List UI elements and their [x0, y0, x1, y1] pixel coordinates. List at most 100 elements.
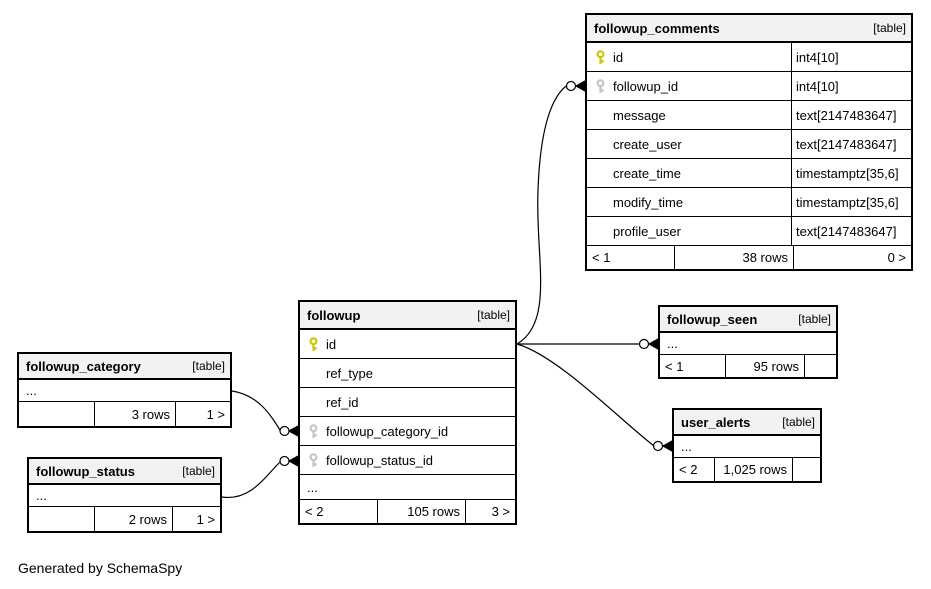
column-name-cell: followup_category_id	[300, 417, 515, 445]
table-footer: < 2 105 rows 3 >	[300, 500, 515, 523]
column-name: followup_id	[613, 78, 679, 94]
pager-next	[792, 458, 820, 481]
foreign-key-icon	[596, 78, 605, 93]
columns-ellipsis: ...	[19, 380, 230, 402]
table-type-badge: [table]	[798, 312, 831, 326]
column-type: text[2147483647]	[791, 101, 911, 129]
table-type-badge: [table]	[182, 464, 215, 478]
relationship-followup_status-followup-line	[221, 461, 281, 498]
column-name: create_time	[613, 165, 681, 181]
key-icon-slot	[308, 452, 326, 468]
zero-one-circle	[279, 425, 290, 437]
table-header: followup [table]	[300, 302, 515, 330]
key-icon-slot	[308, 423, 326, 439]
key-icon-slot	[595, 78, 613, 94]
pager-next: 1 >	[175, 402, 230, 426]
table-footer: 2 rows 1 >	[29, 507, 220, 531]
key-head	[596, 78, 605, 87]
column-name: id	[613, 49, 624, 65]
column-row-followup_status_id: followup_status_id	[300, 446, 515, 475]
key-icon-slot	[595, 49, 613, 65]
row-count: 1,025 rows	[714, 458, 792, 481]
column-name: modify_time	[613, 194, 684, 210]
row-count: 38 rows	[674, 246, 793, 269]
key-head	[309, 452, 318, 461]
key-icon-slot	[308, 336, 326, 352]
relationship-followup-user_alerts-line	[516, 343, 655, 447]
table-followup_seen[interactable]: followup_seen [table] ... < 1 95 rows	[658, 305, 838, 379]
column-type: text[2147483647]	[791, 130, 911, 158]
table-header: user_alerts [table]	[674, 410, 820, 436]
key-stem	[312, 343, 317, 351]
foreign-key-icon	[309, 423, 318, 438]
key-stem	[599, 56, 604, 64]
table-header: followup_comments [table]	[587, 15, 911, 43]
arrowhead	[647, 337, 659, 351]
column-name-cell: followup_status_id	[300, 446, 515, 474]
table-footer: 3 rows 1 >	[19, 402, 230, 426]
table-name: followup_category	[26, 358, 141, 374]
row-count: 95 rows	[725, 355, 804, 377]
zero-one-circle	[652, 440, 664, 452]
arrowhead	[661, 439, 673, 453]
column-name: create_user	[613, 136, 682, 152]
pager-next	[804, 355, 836, 377]
generated-by-note: Generated by SchemaSpy	[18, 560, 183, 576]
pager-next: 1 >	[172, 507, 220, 531]
table-name: followup_comments	[594, 20, 720, 36]
column-name: followup_category_id	[326, 423, 449, 439]
column-type: timestamptz[35,6]	[791, 188, 911, 216]
table-name: followup	[307, 307, 361, 323]
columns-ellipsis: ...	[300, 475, 515, 500]
key-stem	[312, 430, 317, 438]
column-name-cell: create_user	[587, 130, 791, 158]
column-row-id: id int4[10]	[587, 43, 911, 72]
table-name: user_alerts	[681, 414, 751, 430]
table-followup[interactable]: followup [table] id ref_type ref_id foll…	[298, 300, 517, 525]
zero-one-circle	[279, 455, 290, 467]
relationship-followup-followup_comments-line	[516, 85, 567, 345]
column-row-modify_time: modify_time timestamptz[35,6]	[587, 188, 911, 217]
column-name: ref_type	[326, 365, 373, 381]
pager-prev: < 2	[305, 504, 324, 519]
column-name: ref_id	[326, 394, 359, 410]
relationship-followup_category-followup-line	[231, 390, 281, 431]
columns-ellipsis: ...	[29, 485, 220, 507]
pager-prev	[29, 507, 94, 531]
pager-prev: < 1	[665, 358, 684, 374]
primary-key-icon	[309, 336, 318, 351]
column-row-ref_type: ref_type	[300, 359, 515, 388]
key-head	[309, 336, 318, 345]
column-name-cell: profile_user	[587, 217, 791, 245]
table-type-badge: [table]	[782, 415, 815, 429]
column-row-profile_user: profile_user text[2147483647]	[587, 217, 911, 246]
row-count: 105 rows	[377, 500, 465, 523]
table-followup_status[interactable]: followup_status [table] ... 2 rows 1 >	[27, 457, 222, 533]
table-footer: < 1 95 rows	[660, 355, 836, 377]
key-stem	[599, 85, 604, 93]
columns-ellipsis: ...	[660, 333, 836, 355]
arrowhead	[287, 424, 299, 438]
table-header: followup_seen [table]	[660, 307, 836, 333]
table-user_alerts[interactable]: user_alerts [table] ... < 2 1,025 rows	[672, 408, 822, 483]
table-followup_comments[interactable]: followup_comments [table] id int4[10] fo…	[585, 13, 913, 271]
columns-ellipsis: ...	[674, 436, 820, 458]
arrowhead	[287, 454, 299, 468]
column-row-create_time: create_time timestamptz[35,6]	[587, 159, 911, 188]
primary-key-icon	[596, 49, 605, 64]
column-type: int4[10]	[791, 72, 911, 100]
table-followup_category[interactable]: followup_category [table] ... 3 rows 1 >	[17, 352, 232, 428]
column-name-cell: message	[587, 101, 791, 129]
column-name-cell: id	[587, 43, 791, 71]
row-count: 2 rows	[94, 507, 172, 531]
table-name: followup_seen	[667, 311, 758, 327]
pager-prev: < 2	[679, 462, 698, 477]
column-row-ref_id: ref_id	[300, 388, 515, 417]
table-footer: < 1 38 rows 0 >	[587, 246, 911, 269]
column-name-cell: id	[300, 330, 515, 358]
column-name-cell: modify_time	[587, 188, 791, 216]
table-name: followup_status	[36, 463, 135, 479]
column-name-cell: create_time	[587, 159, 791, 187]
column-name: followup_status_id	[326, 452, 433, 468]
key-head	[309, 423, 318, 432]
